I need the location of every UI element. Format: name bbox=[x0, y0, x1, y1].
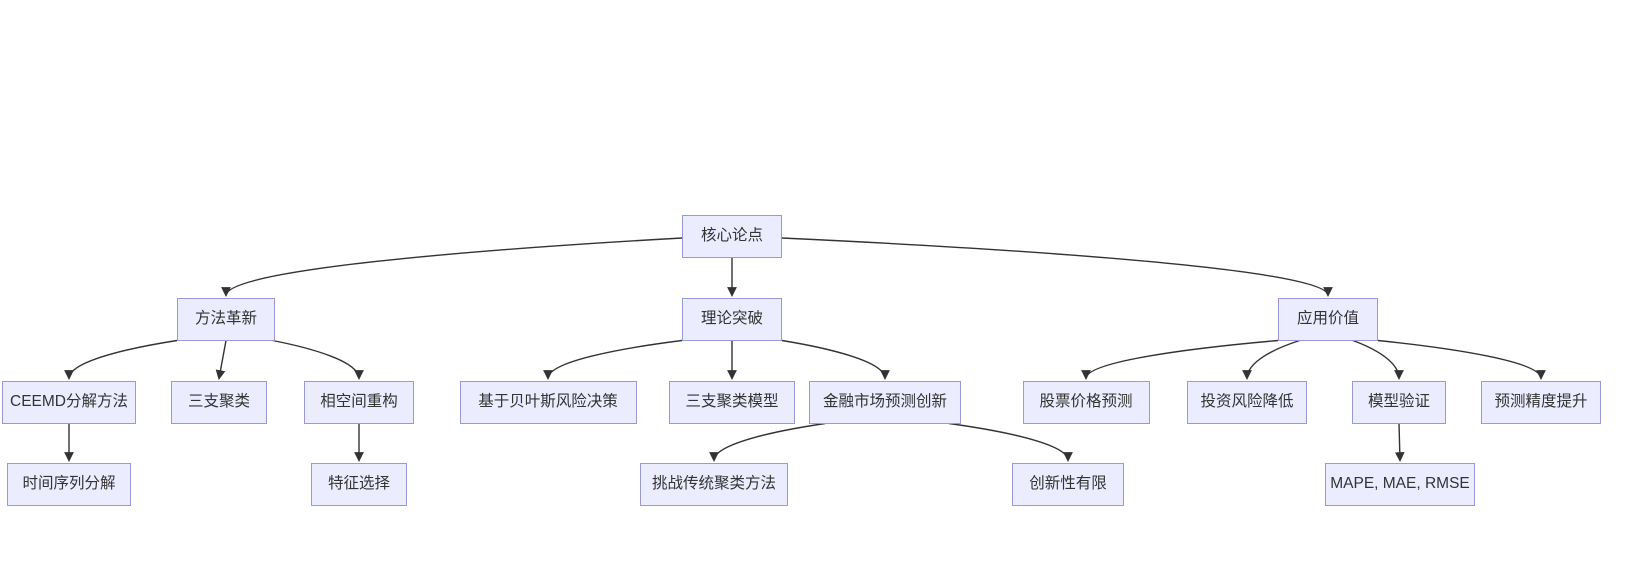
node-model-validation: 模型验证 bbox=[1352, 380, 1446, 424]
edge-financial-innovation--limited-novelty bbox=[948, 422, 1073, 462]
node-phase-space-recon: 相空间重构 bbox=[304, 380, 414, 424]
node-feature-selection: 特征选择 bbox=[311, 462, 407, 506]
edge-method-innovation--ceemd-decomposition bbox=[64, 339, 178, 380]
node-stock-prediction: 股票价格预测 bbox=[1022, 380, 1150, 424]
edge-theory-breakthrough--bayes-risk-decision bbox=[543, 339, 683, 380]
edge-financial-innovation--challenge-traditional bbox=[709, 422, 826, 462]
node-financial-innovation: 金融市场预测创新 bbox=[809, 380, 961, 424]
edge-application-value--risk-reduction bbox=[1242, 339, 1300, 380]
node-method-innovation: 方法革新 bbox=[177, 297, 275, 341]
node-bayes-risk-decision: 基于贝叶斯风险决策 bbox=[459, 380, 637, 424]
node-application-value: 应用价值 bbox=[1278, 297, 1378, 341]
edge-application-value--stock-prediction bbox=[1081, 339, 1279, 380]
edge-theory-breakthrough--financial-innovation bbox=[781, 339, 890, 380]
node-theory-breakthrough: 理论突破 bbox=[682, 297, 782, 341]
node-time-series-decomp: 时间序列分解 bbox=[7, 462, 131, 506]
node-three-way-model: 三支聚类模型 bbox=[669, 380, 795, 424]
node-accuracy-improvement: 预测精度提升 bbox=[1481, 380, 1601, 424]
node-ceemd-decomposition: CEEMD分解方法 bbox=[2, 380, 136, 424]
edge-method-innovation--three-way-clustering bbox=[215, 340, 227, 380]
node-error-metrics: MAPE, MAE, RMSE bbox=[1325, 462, 1475, 506]
node-limited-novelty: 创新性有限 bbox=[1012, 462, 1124, 506]
edge-core-thesis--method-innovation bbox=[221, 237, 683, 297]
edge-application-value--model-validation bbox=[1352, 339, 1404, 380]
node-challenge-traditional: 挑战传统聚类方法 bbox=[640, 462, 788, 506]
edge-core-thesis--application-value bbox=[781, 237, 1333, 297]
node-three-way-clustering: 三支聚类 bbox=[171, 380, 267, 424]
edge-application-value--accuracy-improvement bbox=[1377, 339, 1546, 380]
edge-method-innovation--phase-space-recon bbox=[272, 339, 364, 380]
node-risk-reduction: 投资风险降低 bbox=[1187, 380, 1307, 424]
edge-model-validation--error-metrics bbox=[1394, 423, 1405, 462]
node-core-thesis: 核心论点 bbox=[682, 214, 782, 258]
